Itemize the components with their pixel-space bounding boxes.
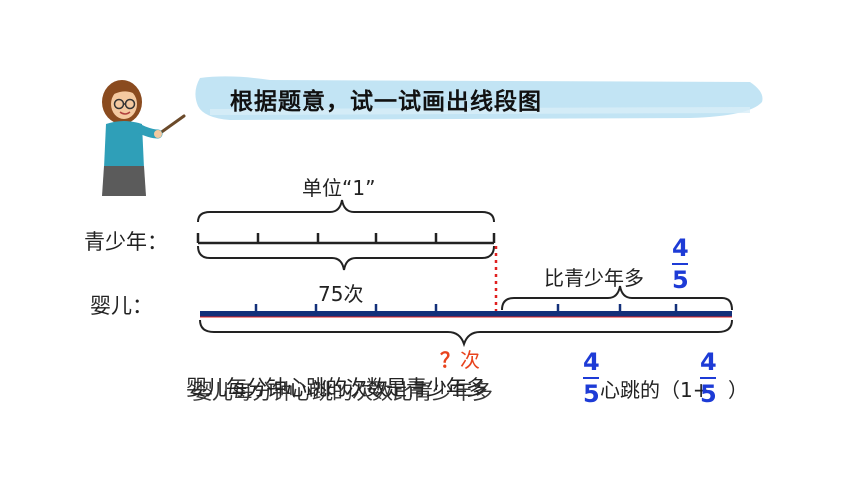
sentence-close: ） (728, 378, 748, 402)
sentence-fraction-2: 4 5 (700, 350, 717, 406)
teacher-illustration (102, 80, 186, 196)
unit-brace (197, 199, 495, 223)
sentence-overlap-b: 婴儿每分钟心跳的次数比青少年多 (192, 380, 493, 404)
unit-label: 单位“1” (302, 176, 376, 200)
extra-label: 比青少年多 (544, 266, 644, 290)
teen-ticks (196, 233, 496, 243)
teen-label: 青少年： (84, 230, 168, 254)
sentence-fraction-1-numerator: 4 (583, 348, 600, 376)
extra-fraction: 4 5 (672, 236, 689, 292)
title-text: 根据题意，试一试画出线段图 (230, 89, 542, 115)
unknown-unit: 次 (460, 348, 480, 372)
sentence-fraction-1-denominator: 5 (583, 380, 600, 408)
sentence-overlap-a: 婴儿每分钟心跳的次数是青少年多 (186, 376, 487, 400)
sentence-fraction-2-numerator: 4 (700, 348, 717, 376)
sentence-fraction-2-denominator: 5 (700, 380, 717, 408)
unknown-label: ？次 (440, 344, 480, 373)
extra-fraction-numerator: 4 (672, 234, 689, 262)
count-brace (197, 245, 495, 271)
extra-fraction-denominator: 5 (672, 266, 689, 294)
total-brace (199, 319, 733, 348)
sentence-fraction-1: 4 5 (583, 350, 600, 406)
baby-ticks (254, 304, 678, 314)
count-label: 75次 (318, 282, 364, 306)
unknown-question-mark: ？ (440, 348, 460, 372)
baby-label: 婴儿： (90, 294, 153, 318)
sentence-tail: 心跳的（1+ (600, 374, 710, 403)
extra-brace (501, 285, 733, 311)
title-banner (195, 76, 763, 120)
